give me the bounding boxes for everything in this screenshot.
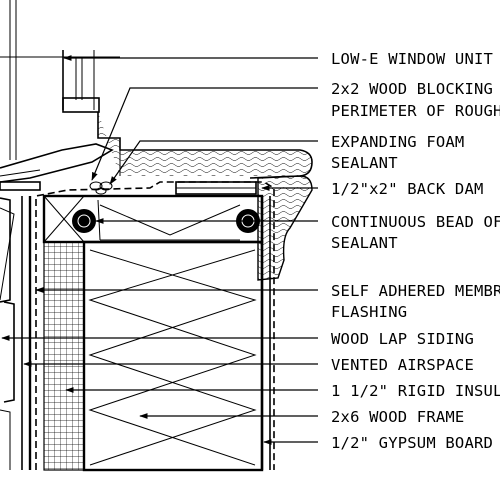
label-back-dam: 1/2"x2" BACK DAM	[331, 180, 484, 198]
membrane-flashing	[35, 181, 275, 470]
label-window-unit: LOW-E WINDOW UNIT	[331, 50, 493, 68]
label-membrane-line2: FLASHING	[331, 303, 407, 321]
labels: LOW-E WINDOW UNIT 2x2 WOOD BLOCKING PERI…	[331, 50, 500, 452]
wall-assembly	[21, 194, 271, 472]
label-bead-line1: CONTINUOUS BEAD OF	[331, 213, 500, 231]
back-dam	[175, 181, 257, 195]
label-rigid-insulation: 1 1/2" RIGID INSULATIO	[331, 382, 500, 400]
label-gypsum-board: 1/2" GYPSUM BOARD	[331, 434, 493, 452]
label-wood-frame: 2x6 WOOD FRAME	[331, 408, 464, 426]
label-vented-airspace: VENTED AIRSPACE	[331, 356, 474, 374]
label-blocking-line2: PERIMETER OF ROUGH	[331, 102, 500, 120]
wood-lap-siding	[0, 197, 15, 470]
label-foam-line1: EXPANDING FOAM	[331, 133, 464, 151]
leader-lines	[1, 55, 318, 445]
foam-sealant	[89, 181, 113, 195]
wood-stool	[97, 112, 313, 179]
label-foam-line2: SEALANT	[331, 154, 398, 172]
label-membrane-line1: SELF ADHERED MEMBRA	[331, 282, 500, 300]
interior-stool	[257, 175, 313, 281]
label-blocking-line1: 2x2 WOOD BLOCKING	[331, 80, 493, 98]
sill-flashing	[0, 143, 114, 191]
label-bead-line2: SEALANT	[331, 234, 398, 252]
label-wood-lap-siding: WOOD LAP SIDING	[331, 330, 474, 348]
window-unit	[0, 0, 120, 160]
